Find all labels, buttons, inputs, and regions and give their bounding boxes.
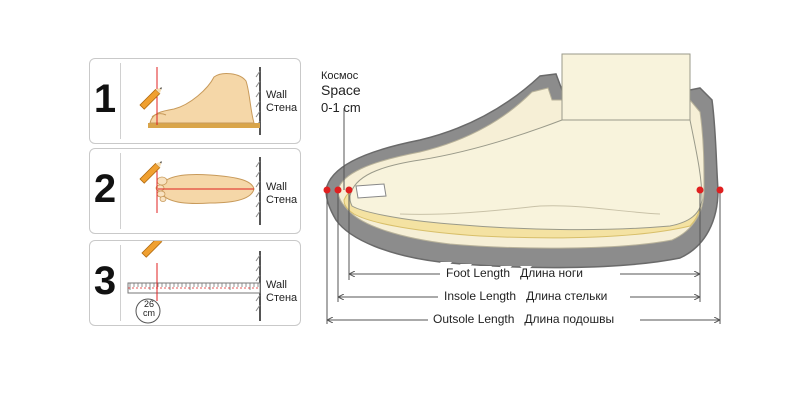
- ruler-illustration: [127, 241, 261, 324]
- space-label: Космос Space 0-1 cm: [321, 70, 361, 115]
- wall-label-en: Wall: [266, 279, 287, 291]
- foot-top-illustration: [139, 157, 261, 225]
- step-panel-3: 3 26 cm Wall Стена: [89, 240, 301, 326]
- wall-label-en: Wall: [266, 89, 287, 101]
- wall-label-ru: Стена: [266, 102, 298, 114]
- insole-length-en: Insole Length: [444, 289, 517, 303]
- ruler-number: 26: [143, 299, 154, 309]
- step-panel-1: 1 Wall Стена: [89, 58, 301, 144]
- wall-label: Wall Стена: [266, 181, 297, 207]
- space-label-ru: Космос: [321, 70, 359, 82]
- ruler-value: 26 cm: [140, 300, 158, 318]
- wall-label: Wall Стена: [266, 279, 297, 305]
- insole-length-label: Insole Length Длина стельки: [444, 289, 607, 303]
- foot-length-label: Foot Length Длина ноги: [446, 266, 583, 280]
- space-label-en: Space: [321, 82, 361, 98]
- wall-label-en: Wall: [266, 181, 287, 193]
- panel-divider: [120, 245, 121, 321]
- wall-label-ru: Стена: [266, 194, 298, 206]
- wall-label: Wall Стена: [266, 89, 297, 115]
- outsole-length-label: Outsole Length Длина подошвы: [433, 312, 614, 326]
- outsole-length-en: Outsole Length: [433, 312, 515, 326]
- wall-label-ru: Стена: [266, 292, 298, 304]
- outsole-length-ru: Длина подошвы: [524, 312, 615, 326]
- ruler-unit: cm: [143, 308, 155, 318]
- foot-side-illustration: [139, 67, 261, 135]
- step-number: 1: [93, 77, 117, 121]
- panel-divider: [120, 153, 121, 229]
- step-number: 3: [93, 259, 117, 303]
- insole-length-ru: Длина стельки: [526, 289, 608, 303]
- foot-length-ru: Длина ноги: [520, 266, 583, 280]
- step-number: 2: [93, 167, 117, 211]
- space-label-range: 0-1 cm: [321, 100, 361, 115]
- step-panel-2: 2 Wall Стена: [89, 148, 301, 234]
- panel-divider: [120, 63, 121, 139]
- foot-length-en: Foot Length: [446, 266, 511, 280]
